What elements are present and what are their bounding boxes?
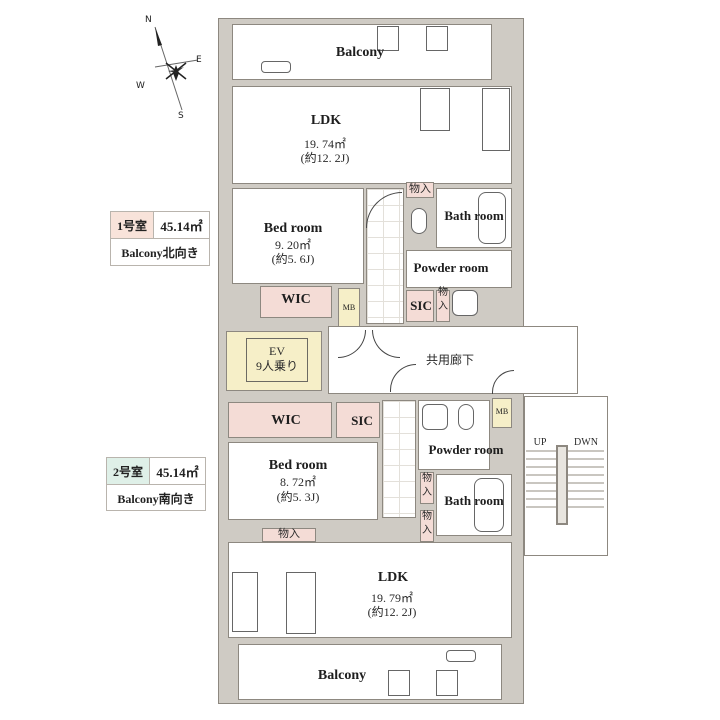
unit-1-storage-1 [406,182,434,198]
compass-west-label: W [136,81,145,91]
unit-1-bedroom-area: 9. 20㎡ [274,238,311,252]
unit-2-info: 2号室 45.14㎡ Balcony南向き [106,457,206,511]
stair-center-rail [556,445,568,525]
elevator-capacity: 9人乗り [255,359,298,373]
unit-2-toilet [458,404,474,430]
unit-2-balcony-planter-b [436,670,458,696]
unit-2-ldk [228,542,512,638]
common-corridor-label: 共用廊下 [425,353,474,367]
unit-2-balcony-planter-a [388,670,410,696]
unit-2-storage-1-label: 物入 [422,473,432,498]
unit-1-ldk [232,86,512,184]
unit-1-washing-machine [452,290,478,316]
unit-1-mb-label: MB [342,303,356,312]
unit-2-ldk-jo: (約12. 2J) [367,605,417,619]
unit-1-wic-label: WIC [281,292,311,307]
unit-2-powder-room-label: Powder room [428,442,504,457]
unit-2-sic [336,402,380,438]
unit-2-bedroom-area: 8. 72㎡ [279,475,316,489]
unit-1-bedroom-label: Bed room [263,221,323,236]
stairs-down-label: DWN [574,437,598,448]
unit-1-ldk-label: LDK [310,113,342,128]
unit-2-storage-3 [262,528,316,542]
unit-2-kitchen-stove [232,572,258,632]
unit-1-bath-room-label: Bath room [444,208,504,223]
unit-2-ldk-label: LDK [377,570,409,585]
unit-2-balcony-label: Balcony [317,668,367,683]
unit-1-balcony-planter-a [377,26,399,51]
unit-2-storage-2 [420,510,434,542]
unit-2-storage-2-label: 物入 [422,511,432,536]
elevator-label: EV [269,344,285,358]
unit-1-powder-room [406,250,512,288]
unit-2-storage-1 [420,472,434,504]
unit-2-area: 45.14㎡ [156,464,199,480]
unit-2-sic-label: SIC [351,413,373,428]
unit-2-kitchen-sink [286,572,316,634]
unit-1-sic [406,290,434,322]
elevator-car [246,338,308,382]
compass-east-label: E [196,55,202,65]
unit-2-ldk-area: 19. 79㎡ [370,591,413,605]
unit-2-bath-room-label: Bath room [444,493,504,508]
unit-1-bedroom-jo: (約5. 6J) [271,252,315,266]
common-corridor [328,326,578,394]
unit-1-bathtub [478,192,506,244]
unit-1-bedroom [232,188,364,284]
unit-1-balcony-orientation: Balcony北向き [121,245,199,260]
unit-1-ldk-jo: (約12. 2J) [300,151,350,165]
unit-1-storage-1-label: 物入 [409,183,431,195]
unit-2-mb [492,398,512,428]
unit-2-balcony-orientation: Balcony南向き [117,491,195,506]
unit-1-area: 45.14㎡ [160,218,203,234]
unit-2-mb-label: MB [495,407,509,416]
unit-1-number: 1号室 [111,212,154,238]
unit-1-balcony-ac-unit [261,61,291,73]
unit-2-entry-hall [382,400,416,518]
compass-icon [154,26,199,111]
unit-1-powder-room-label: Powder room [413,260,489,275]
compass-rose: N E W S [136,15,220,125]
unit-2-wic-label: WIC [271,413,301,428]
unit-1-kitchen-stove [482,88,510,151]
unit-2-washing-machine [422,404,448,430]
unit-1-storage-2 [436,290,450,322]
unit-1-info: 1号室 45.14㎡ Balcony北向き [110,211,210,266]
stairs-up-label: UP [533,437,547,448]
unit-1-wic [260,286,332,318]
unit-2-bedroom-label: Bed room [268,458,328,473]
unit-2-storage-3-label: 物入 [278,528,300,540]
unit-1-storage-2-label: 物入 [438,287,448,312]
unit-2-bedroom-jo: (約5. 3J) [276,490,320,504]
compass-south-label: S [178,111,184,121]
unit-2-bathtub [474,478,504,532]
unit-2-balcony-ac-unit [446,650,476,662]
unit-1-ldk-area: 19. 74㎡ [303,137,346,151]
unit-2-bedroom [228,442,378,520]
unit-1-toilet [411,208,427,234]
compass-north-label: N [145,15,152,25]
unit-1-kitchen-sink [420,88,450,131]
unit-2-wic [228,402,332,438]
unit-1-balcony-label: Balcony [335,45,385,60]
unit-2-number: 2号室 [107,458,150,484]
unit-1-sic-label: SIC [410,298,432,313]
unit-1-balcony-planter-b [426,26,448,51]
